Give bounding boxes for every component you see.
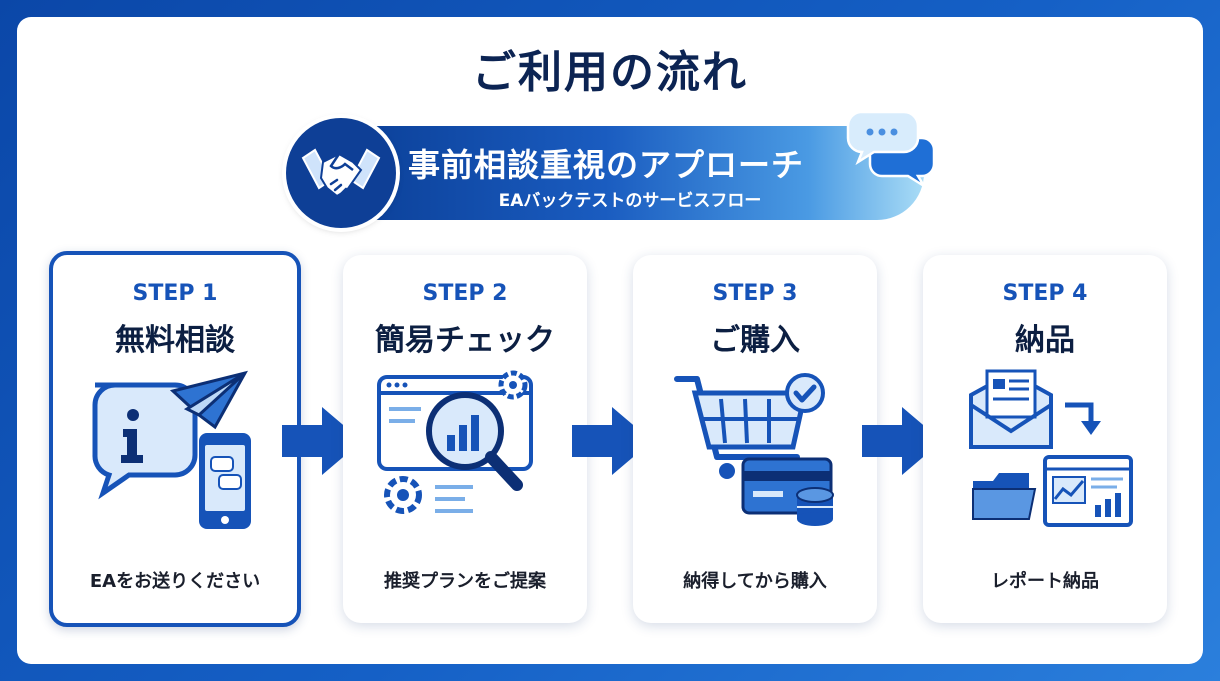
banner-circle — [286, 118, 396, 228]
banner-title: 事前相談重視のアプローチ — [408, 146, 805, 184]
step-name: 納品 — [1015, 323, 1075, 358]
step-card-2[interactable]: STEP 2 簡易チェック 推奨プランをご提案 — [343, 255, 587, 623]
cart-card-coins-icon — [674, 373, 834, 526]
step-description: EAをお送りください — [89, 571, 261, 592]
step-number: STEP 1 — [132, 281, 218, 306]
step-description: レポート納品 — [991, 571, 1099, 592]
step-card-3[interactable]: STEP 3 ご購入 納得してから購入 — [633, 255, 877, 623]
page-title: ご利用の流れ — [472, 47, 748, 98]
chat-bubbles-icon — [846, 110, 936, 188]
step-number: STEP 3 — [712, 281, 798, 306]
handshake-icon — [301, 148, 381, 198]
arrow-right-icon — [282, 407, 362, 475]
step-card-4[interactable]: STEP 4 納品 レポート納品 — [923, 255, 1167, 623]
step-name: ご購入 — [710, 323, 800, 358]
mail-folder-report-icon — [969, 369, 1133, 527]
arrow-right-icon — [862, 407, 942, 475]
step-number: STEP 4 — [1002, 281, 1088, 306]
magnifier-chart-gears-icon — [377, 370, 533, 514]
step-number: STEP 2 — [422, 281, 508, 306]
step-name: 無料相談 — [115, 323, 235, 358]
banner — [344, 126, 924, 220]
banner-subtitle: EAバックテストのサービスフロー — [498, 191, 762, 211]
step-name: 簡易チェック — [375, 323, 555, 358]
step-description: 納得してから購入 — [683, 571, 827, 592]
arrow-right-icon — [572, 407, 652, 475]
step-card-1[interactable]: STEP 1 無料相談 EAをお送りください — [49, 251, 301, 627]
step-description: 推奨プランをご提案 — [384, 571, 546, 592]
info-phone-paperplane-icon — [92, 370, 251, 529]
